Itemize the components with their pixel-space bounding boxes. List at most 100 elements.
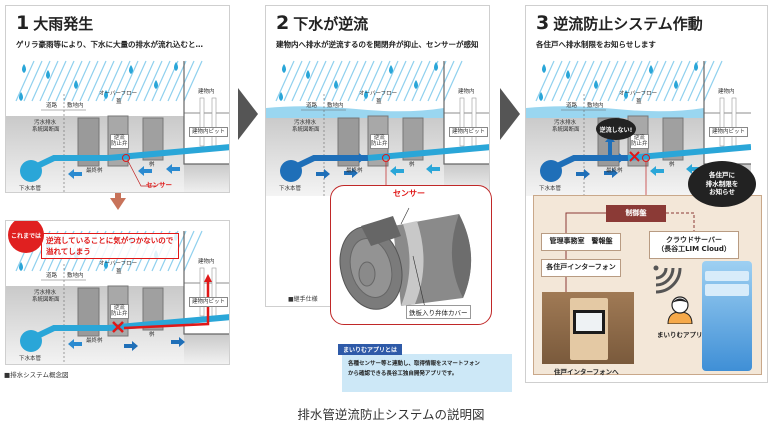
final-basin	[77, 287, 100, 337]
overflow-label: オーバーフロー	[359, 91, 398, 97]
road-label: 道路	[46, 273, 58, 279]
flow-arrow-icon	[611, 153, 625, 163]
notice-bubble: 各住戸に排水制限をお知らせ	[690, 163, 754, 205]
valve-label: 逆流防止弁	[110, 304, 129, 319]
basin-label: 桝	[409, 162, 415, 168]
chevron-right-icon	[500, 88, 520, 140]
valve-illustration	[339, 207, 472, 313]
building-wall	[183, 61, 229, 165]
office-alarm-panel: 管理事務室 警報盤	[541, 233, 621, 251]
flow-arrow-icon	[124, 341, 138, 351]
intercom-photo	[542, 292, 634, 364]
app-caption: まいりむアプリ	[657, 331, 703, 339]
before-badge: これまでは	[8, 221, 44, 253]
control-panel: 制御盤	[606, 205, 666, 222]
flow-arrow-icon	[426, 164, 440, 174]
flow-arrow-icon	[650, 166, 664, 176]
no-backflow-bubble: 逆流しない!	[596, 118, 636, 140]
scene-graphics	[6, 60, 229, 192]
basin-label: 桝	[149, 332, 155, 338]
road-label: 道路	[566, 103, 578, 109]
sensor-icon	[382, 154, 390, 162]
intercom-caption: 住戸インターフォンへ	[554, 368, 619, 376]
sensor-icon	[642, 154, 650, 162]
intercom-screen	[573, 310, 605, 334]
main-pipe-label: 下水本管	[539, 186, 562, 192]
pit-label: 建物内ピット	[709, 127, 749, 138]
panel-subtitle: 建物内へ排水が逆流するのを開閉弁が抑止、センサーが感知	[276, 40, 479, 49]
app-info-label: まいりむアプリとは	[338, 344, 403, 355]
valve-label: 逆流防止弁	[110, 134, 129, 149]
road-label: 道路	[306, 103, 318, 109]
flood-water	[266, 106, 444, 118]
main-sewer-pipe	[20, 330, 42, 352]
down-arrow-stem	[115, 193, 121, 199]
main-pipe-label: 下水本管	[19, 186, 42, 192]
section-label: 汚水排水	[294, 120, 317, 126]
flow-arrow-icon	[351, 153, 365, 163]
basin-label: 桝	[669, 162, 675, 168]
warning-box: 逆流していることに気がつかないので 溢れてしまう	[41, 233, 179, 259]
building-wall	[183, 231, 229, 335]
site-label: 敷地内	[327, 103, 344, 109]
rain-icon	[275, 60, 463, 102]
overflow-label: オーバーフロー	[99, 261, 138, 267]
pit-label: 建物内ピット	[189, 127, 229, 138]
unit-intercom-node: 各住戸インターフォン	[541, 259, 621, 277]
section-label: 系統図断面	[32, 127, 60, 133]
lid-label: 蓋	[636, 99, 642, 105]
flow-arrow-icon	[68, 169, 82, 179]
app-info-line-1: 各種センサー等と連動し、取得情報をスマートフォン	[348, 361, 480, 367]
flow-arrow-icon	[171, 337, 185, 347]
final-basin	[77, 117, 100, 167]
warning-text-2: 溢れてしまう	[46, 246, 91, 256]
cloud-server: クラウドサーバー（長谷工LIM Cloud）	[649, 231, 739, 259]
flow-arrow-icon	[68, 339, 82, 349]
main-sewer-pipe	[280, 160, 302, 182]
valve-label: 逆流防止弁	[630, 134, 649, 149]
lid-label: 蓋	[116, 269, 122, 275]
flow-arrow-icon	[316, 169, 330, 179]
app-info-box: 各種センサー等と連動し、取得情報をスマートフォン から確認できる長谷工独自開発ア…	[342, 354, 512, 392]
site-label: 敷地内	[587, 103, 604, 109]
section-label: 系統図断面	[552, 127, 580, 133]
down-arrow-icon	[110, 198, 126, 210]
section-label: 系統図断面	[292, 127, 320, 133]
flow-arrow-icon	[576, 169, 590, 179]
wireless-signal-icon	[653, 265, 682, 294]
valve-label-2: 防止弁	[631, 141, 648, 148]
app-info-line-2: から確認できる長谷工独自開発アプリです。	[348, 370, 458, 377]
building-label: 建物内	[198, 259, 215, 265]
final-basin-label: 最終桝	[86, 168, 103, 174]
section-label: 系統図断面	[32, 297, 60, 303]
site-label: 敷地内	[67, 273, 84, 279]
panel-before: 道路敷地内オーバーフロー蓋汚水排水系統図断面逆流防止弁建物内建物内ピット最終桝桝…	[5, 220, 230, 365]
flow-arrow-icon	[344, 168, 358, 178]
drainage-scene: 道路敷地内オーバーフロー蓋汚水排水系統図断面逆流防止弁建物内建物内ピット最終桝桝…	[6, 6, 229, 192]
building-wall	[443, 61, 489, 165]
scene-graphics	[6, 230, 229, 364]
basin	[142, 117, 164, 161]
warning-text-1: 逆流していることに気がつかないので	[46, 236, 174, 245]
system-caption: ■排水システム概念図	[4, 371, 69, 379]
flow-arrow-icon	[604, 168, 618, 178]
sensor-icon	[122, 154, 130, 162]
sensor-callout: センサー 鉄板入り弁体カバー	[330, 185, 492, 325]
panel-subtitle: 各住戸へ排水制限をお知らせします	[536, 40, 656, 49]
basin	[142, 287, 164, 331]
final-basin-label: 最終桝	[86, 338, 103, 344]
building-label: 建物内	[198, 89, 215, 95]
basin-label: 桝	[149, 162, 155, 168]
final-basin-label: 最終桝	[346, 168, 363, 174]
final-basin-label: 最終桝	[606, 168, 623, 174]
valve-label-2: 防止弁	[111, 311, 128, 318]
section-label: 汚水排水	[34, 290, 57, 296]
user-avatar-icon	[667, 296, 693, 324]
blocked-x-icon	[112, 321, 124, 333]
pit-label: 建物内ピット	[449, 127, 489, 138]
flow-arrow-icon	[686, 164, 700, 174]
building-label: 建物内	[718, 89, 735, 95]
rain-icon	[15, 60, 203, 102]
